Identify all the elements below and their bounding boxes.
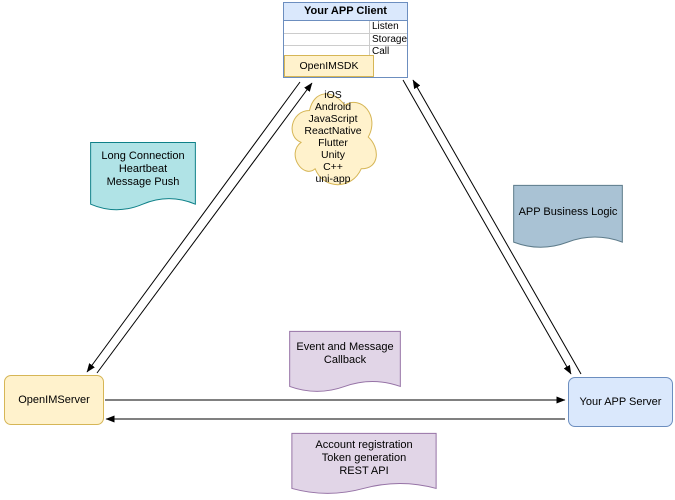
platform-label: Unity xyxy=(321,149,345,161)
callout-line: Long Connection xyxy=(101,150,185,162)
app-business-logic-text: APP Business Logic xyxy=(513,185,623,253)
document-shape xyxy=(291,433,437,499)
platform-label: iOS xyxy=(324,89,342,101)
rest-api-text: Account registration Token generation RE… xyxy=(291,433,437,499)
openimsdk-label: OpenIMSDK xyxy=(299,60,359,72)
platform-label: JavaScript xyxy=(308,113,358,125)
your-app-server-node: Your APP Server xyxy=(568,377,673,427)
cloud-shape xyxy=(286,84,380,190)
your-app-server-label: Your APP Server xyxy=(579,396,662,408)
callout-line: REST API xyxy=(339,465,389,477)
client-row-storage: Storage xyxy=(284,33,407,45)
platform-label: Android xyxy=(314,101,352,113)
platform-label: C++ xyxy=(323,161,343,173)
client-row-label: Call xyxy=(372,46,390,57)
callout-line: Event and Message xyxy=(296,341,394,353)
client-row-call: Call xyxy=(284,45,407,57)
platforms-cloud: iOS Android JavaScript ReactNative Flutt… xyxy=(286,84,380,190)
document-shape xyxy=(289,331,401,397)
edge-openimserver-to-sdk xyxy=(96,82,313,374)
callout-line: Message Push xyxy=(106,176,180,188)
app-business-logic-callout: APP Business Logic xyxy=(513,185,623,253)
callout-line: APP Business Logic xyxy=(518,206,618,218)
openimserver-node: OpenIMServer xyxy=(4,375,104,425)
event-callback-text: Event and Message Callback xyxy=(289,331,401,397)
edge-sdk-to-openimserver xyxy=(86,81,301,373)
rest-api-callout: Account registration Token generation RE… xyxy=(291,433,437,499)
document-shape xyxy=(513,185,623,253)
column-divider xyxy=(369,21,370,57)
edge-appserver-to-client xyxy=(412,79,582,375)
edge-client-to-appserver xyxy=(402,79,572,375)
client-row-label: Listen xyxy=(372,21,399,32)
callout-line: Heartbeat xyxy=(118,163,168,175)
callout-line: Callback xyxy=(323,354,367,366)
long-connection-text: Long Connection Heartbeat Message Push xyxy=(90,142,196,216)
callout-line: Token generation xyxy=(321,452,407,464)
platform-list: iOS Android JavaScript ReactNative Flutt… xyxy=(280,84,386,190)
platform-label: ReactNative xyxy=(304,125,362,137)
platform-label: Flutter xyxy=(318,137,348,149)
openimserver-label: OpenIMServer xyxy=(18,394,90,406)
client-row-label: Storage xyxy=(372,34,408,45)
event-callback-callout: Event and Message Callback xyxy=(289,331,401,397)
openimsdk-box: OpenIMSDK xyxy=(284,55,374,77)
client-function-list: Listen Storage Call xyxy=(284,21,407,57)
long-connection-callout: Long Connection Heartbeat Message Push xyxy=(90,142,196,216)
client-row-listen: Listen xyxy=(284,21,407,33)
callout-line: Account registration xyxy=(315,439,413,451)
your-app-client-box: Your APP Client Listen Storage Call Open… xyxy=(283,2,408,78)
platform-label: uni-app xyxy=(315,173,351,185)
document-shape xyxy=(90,142,196,216)
client-title: Your APP Client xyxy=(284,3,407,21)
